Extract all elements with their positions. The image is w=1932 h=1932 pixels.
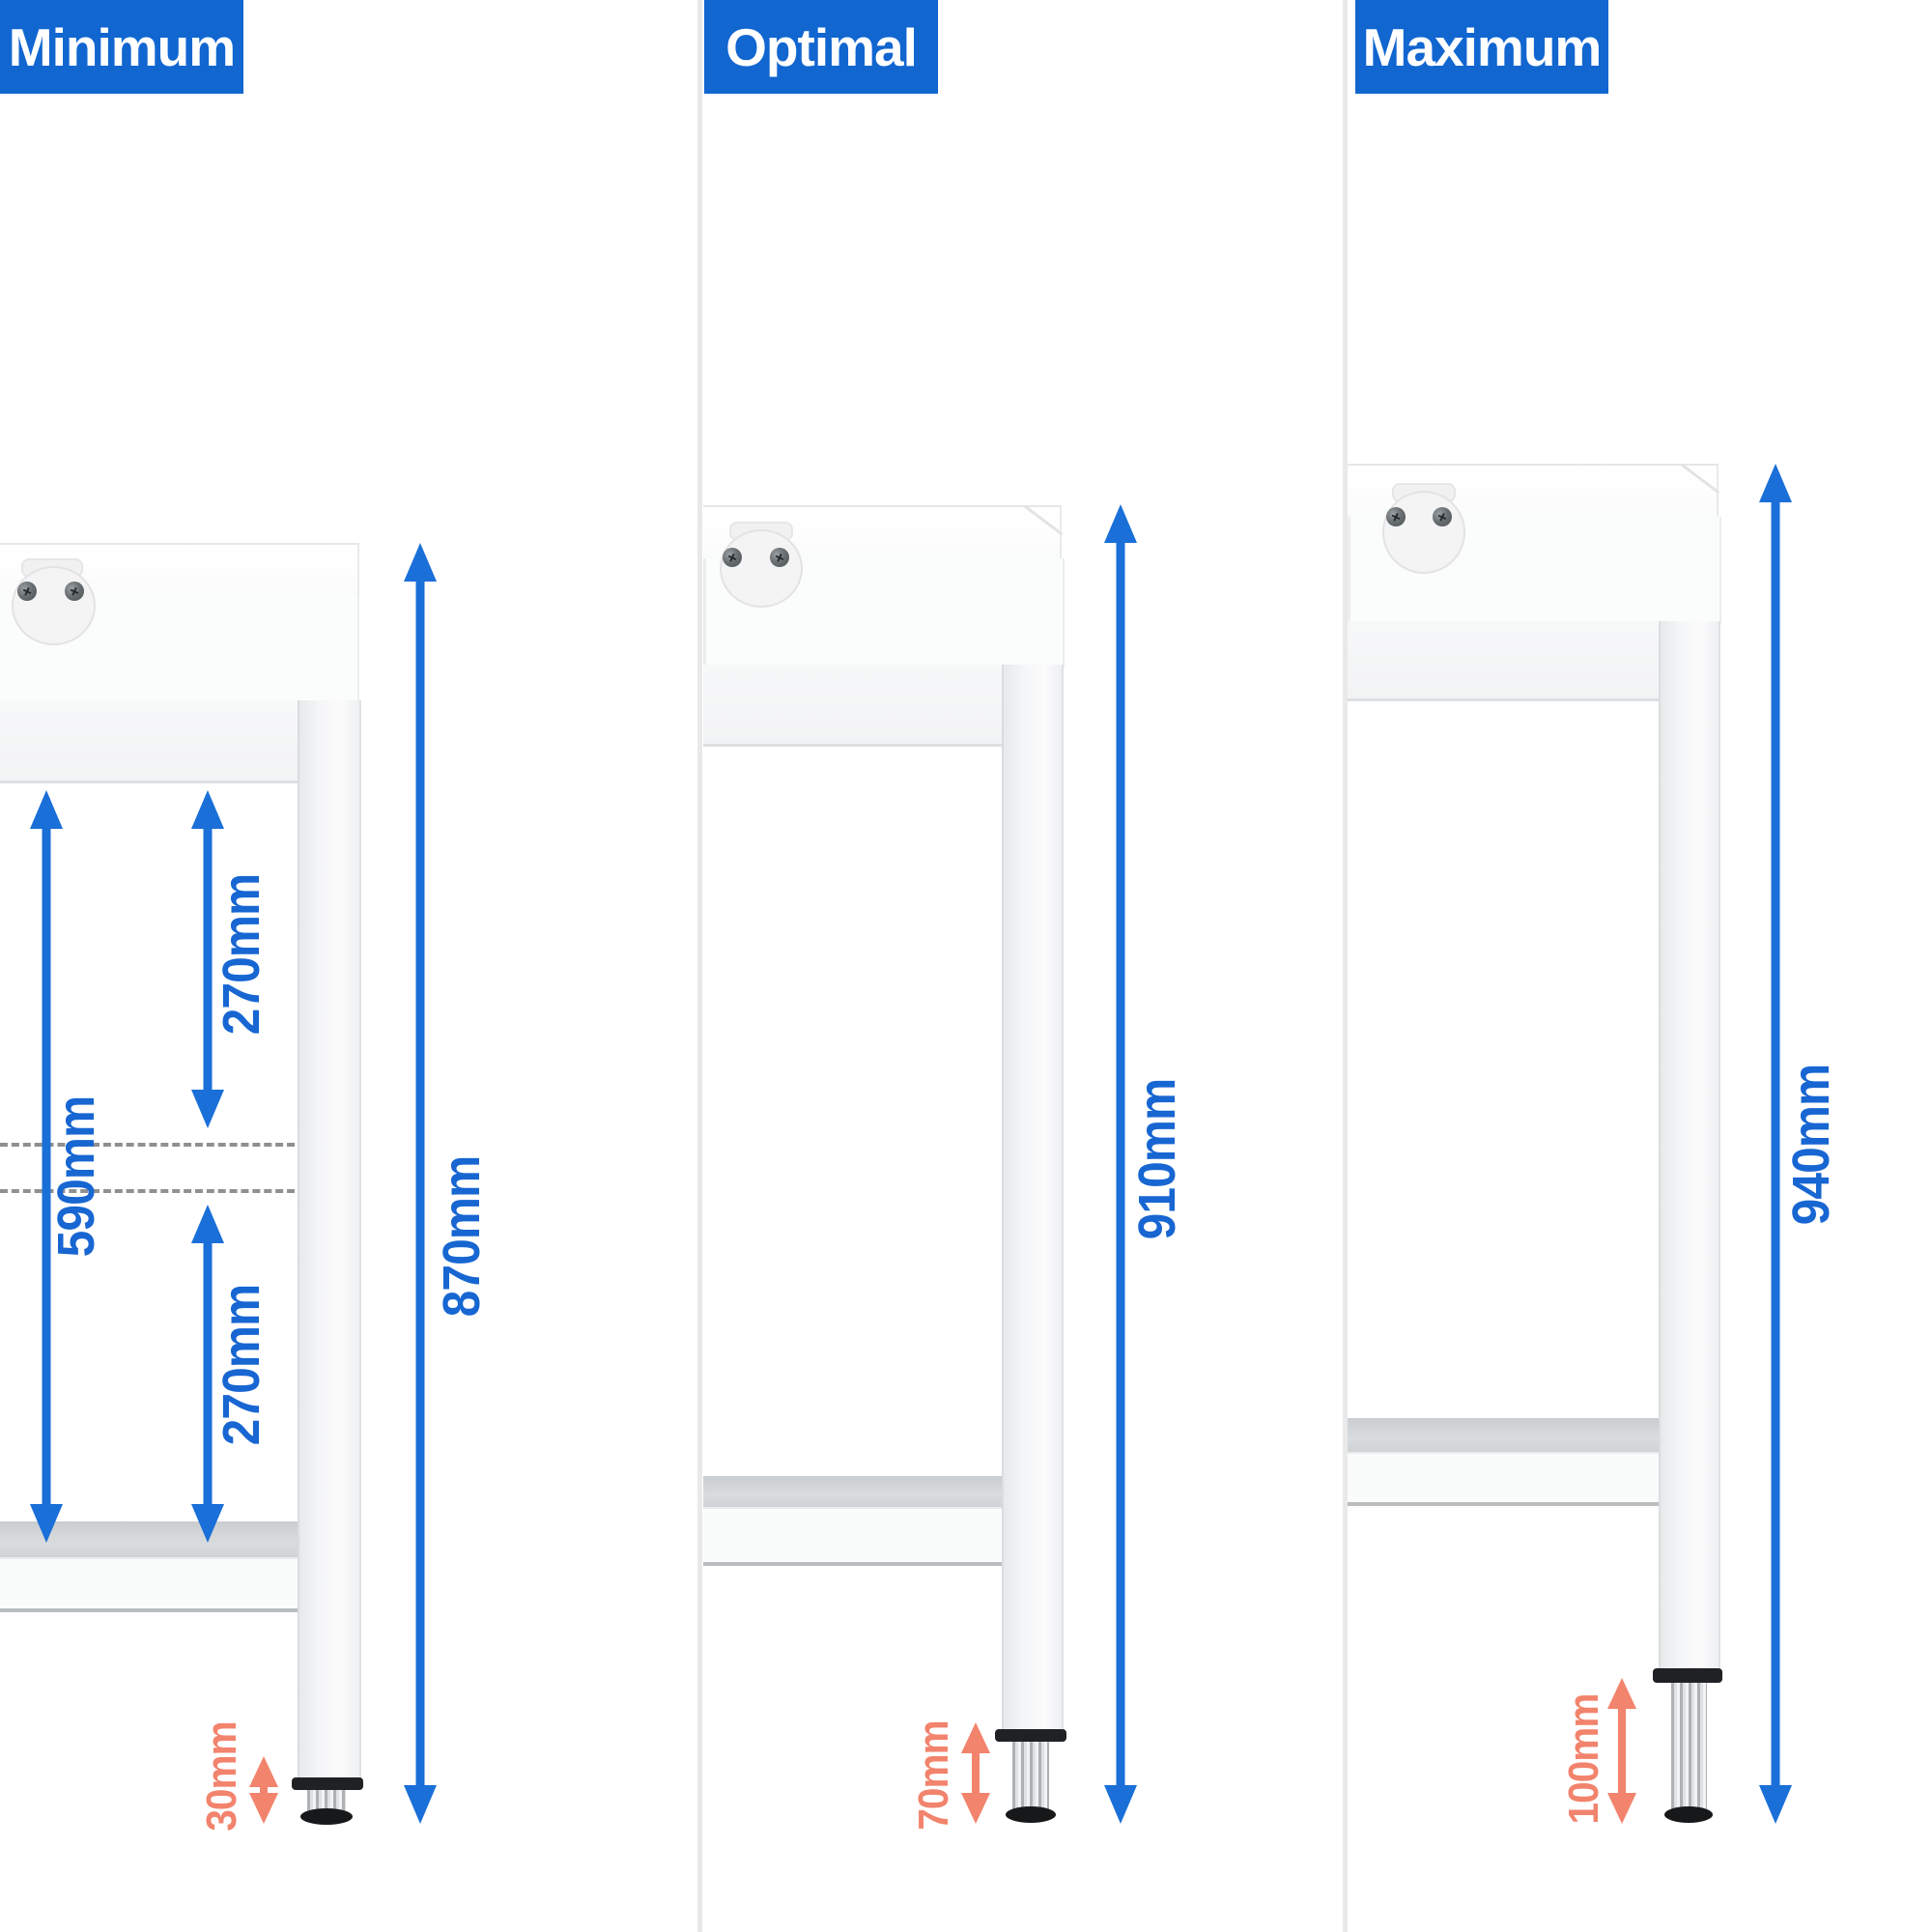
foot-cap [1653,1668,1722,1683]
foot-base [300,1808,353,1825]
screw-icon [65,582,84,601]
panel-divider [1343,0,1348,1932]
foot-adjust-label: 30mm [198,1721,245,1832]
arrow-shaft [1618,1703,1626,1799]
badge-optimal: Optimal [704,0,938,94]
arrow-down-icon [191,1504,224,1543]
mounting-bracket [12,566,96,645]
table-leg [1002,665,1064,1732]
dashed-midline [0,1143,295,1147]
badge-maximum: Maximum [1355,0,1608,94]
badge-minimum: Minimum [0,0,243,94]
arrow-down-icon [961,1793,990,1824]
arrow-down-icon [191,1090,224,1128]
arrow-shaft [1771,495,1780,1793]
rear-rail [0,700,298,783]
foot-adjust-arrow [958,1722,993,1824]
total-height-label: 870mm [433,1155,491,1318]
clearance-label: 590mm [47,1095,105,1258]
arrow-down-icon [30,1504,63,1543]
arrow-down-icon [1759,1785,1792,1824]
adjustable-foot [1012,1740,1049,1812]
total-height-arrow [401,543,440,1824]
arrow-down-icon [1104,1785,1137,1824]
arrow-shaft [972,1747,980,1799]
rear-rail [1348,621,1659,701]
arrow-shaft [1116,535,1125,1793]
arrow-down-icon [404,1785,437,1824]
badge-maximum-label: Maximum [1362,16,1603,77]
arrow-shaft [203,821,213,1097]
adjustable-foot [1671,1681,1707,1812]
dashed-midline [0,1189,295,1193]
mounting-bracket [1382,491,1465,574]
arrow-down-icon [1607,1793,1636,1824]
arrow-shaft [42,821,51,1512]
lower-gap-label: 270mm [213,1284,270,1446]
clearance-arrow [27,790,66,1543]
total-height-arrow [1756,464,1795,1824]
foot-adjust-label: 70mm [910,1720,957,1831]
foot-base [1006,1806,1056,1823]
table-leg [1659,621,1720,1671]
badge-minimum-label: Minimum [8,16,236,77]
foot-cap [292,1777,363,1790]
arrow-down-icon [249,1793,278,1824]
screw-icon [770,548,789,567]
foot-cap [995,1729,1066,1742]
foot-adjust-arrow [1605,1678,1639,1824]
arrow-shaft [203,1236,213,1512]
foot-base [1664,1806,1713,1823]
badge-optimal-label: Optimal [725,16,918,77]
total-height-arrow [1101,504,1140,1824]
foot-adjust-arrow [246,1756,281,1824]
rear-rail [703,665,1002,747]
undershelf-surface [703,1476,1002,1507]
lower-gap-arrow [188,1205,227,1543]
mounting-bracket [720,529,803,608]
panel-divider [697,0,702,1932]
table-leg [298,700,361,1782]
arrow-shaft [415,574,425,1793]
undershelf-surface [1348,1418,1659,1452]
total-height-label: 940mm [1782,1064,1840,1226]
upper-gap-arrow [188,790,227,1128]
screw-icon [723,548,742,567]
screw-icon [1386,507,1406,526]
screw-icon [17,582,37,601]
screw-icon [1433,507,1452,526]
total-height-label: 910mm [1128,1078,1186,1240]
foot-adjust-label: 100mm [1560,1693,1607,1825]
undershelf-rail [703,1507,1002,1566]
arrow-shaft [260,1781,268,1799]
undershelf-rail [1348,1452,1659,1506]
undershelf-rail [0,1557,298,1612]
upper-gap-label: 270mm [213,873,270,1036]
